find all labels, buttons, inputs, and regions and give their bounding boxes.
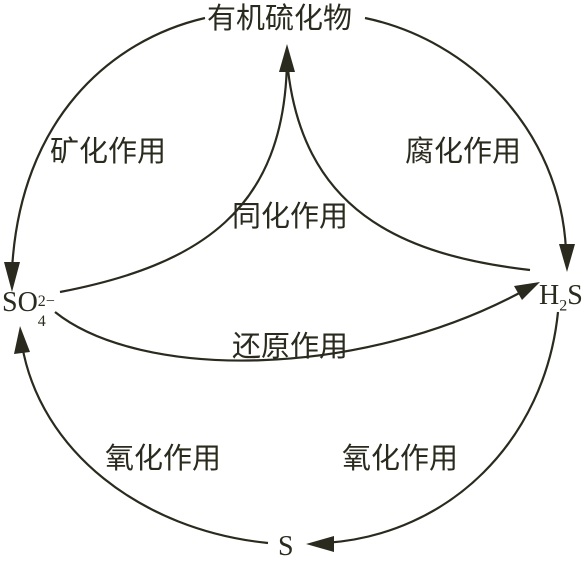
h2s-s: S [567,280,583,311]
label-oxidation-right: 氧化作用 [342,441,459,475]
arrowhead-oxidation-left [14,326,30,354]
label-reduction: 还原作用 [232,329,349,363]
arrowhead-mineralization [4,262,20,292]
label-assimilation: 同化作用 [232,199,349,233]
arrow-oxidation-right [324,311,560,545]
arrow-putrefaction [364,16,568,251]
arrow-oxidation-left [20,344,269,545]
node-organic-sulfide: 有机硫化物 [207,1,353,35]
arrow-assimilation-left [59,59,289,294]
sulfate-indices: 2−4 [38,294,64,330]
arrowhead-oxidation-right [306,536,334,552]
sulfate-charge: 2− [37,293,55,310]
label-putrefaction: 腐化作用 [405,134,522,168]
arrowhead-reduction [514,282,540,300]
arrowhead-putrefaction [559,244,575,272]
arrow-mineralization [10,16,206,271]
node-hydrogen-sulfide: H2S [539,280,583,315]
arrow-reduction [54,289,526,362]
h2s-h: H [539,280,560,311]
h2s-subscript: 2 [559,297,568,315]
arrow-assimilation-right [285,59,531,272]
node-sulfur: S [278,531,294,562]
label-oxidation-left: 氧化作用 [105,441,222,475]
arrowhead-assimilation [279,44,295,72]
sulfate-subscript: 4 [37,313,46,330]
label-mineralization: 矿化作用 [50,134,167,168]
sulfate-symbol: SO [2,287,38,318]
